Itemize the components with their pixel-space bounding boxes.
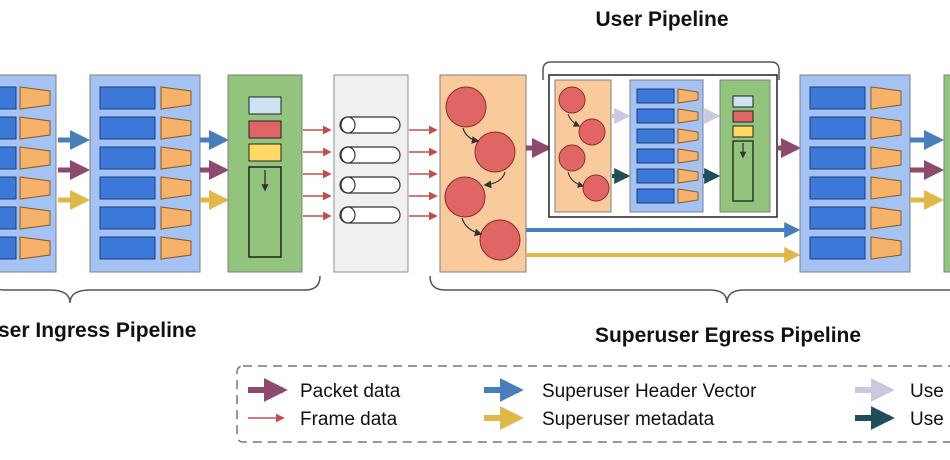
bypass-arrows	[526, 222, 801, 263]
ingress-deparser-panel	[227, 74, 303, 273]
user-pipeline-label: User Pipeline	[595, 8, 728, 31]
arrows-ingress-to-deparser	[200, 130, 229, 210]
legend-frame-data-label: Frame data	[300, 409, 398, 430]
legend-user-dark-label: Use	[910, 409, 944, 430]
traffic-manager-panel	[333, 74, 409, 273]
user-match-action-panel	[629, 79, 704, 213]
legend-user-light-label: Use	[910, 381, 944, 402]
ingress-pipeline-label: ser Ingress Pipeline	[0, 319, 196, 342]
arrows-egress-to-deparser	[910, 130, 944, 210]
egress-match-action-panel	[799, 74, 911, 273]
egress-deparser-panel-edge	[943, 74, 950, 273]
ingress-match-action-panel	[89, 74, 201, 273]
legend-metadata-label: Superuser metadata	[542, 409, 715, 430]
user-deparser-panel	[719, 79, 771, 213]
egress-brace	[429, 275, 950, 304]
frame-arrows-to-queue	[303, 125, 332, 221]
legend: Packet data Frame data Superuser Header …	[236, 365, 950, 443]
arrows-parser-to-ingress	[58, 130, 90, 210]
ingress-brace	[0, 275, 321, 304]
legend-packet-data-label: Packet data	[300, 381, 401, 402]
parser-stage-panel	[0, 74, 57, 273]
frame-arrows-to-egress-parser	[409, 125, 438, 221]
egress-parser-panel	[439, 74, 527, 273]
legend-header-vector-label: Superuser Header Vector	[542, 381, 757, 402]
parser-cells	[0, 86, 51, 260]
user-pipeline-box	[542, 61, 780, 218]
egress-pipeline-label: Superuser Egress Pipeline	[595, 324, 861, 347]
user-parser-panel	[554, 79, 612, 213]
